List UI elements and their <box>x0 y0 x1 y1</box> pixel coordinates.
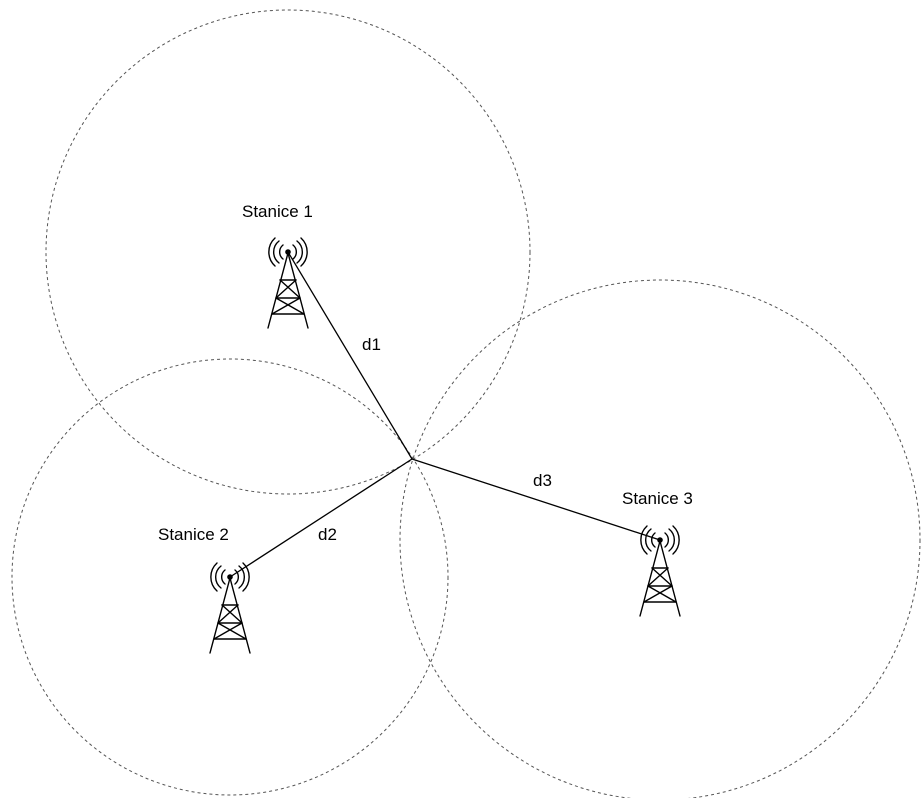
distance-line-d3 <box>411 458 661 541</box>
coverage-circle-station-2 <box>11 358 449 796</box>
distance-line-d1 <box>287 251 413 460</box>
distance-label-d1: d1 <box>362 335 381 354</box>
coverage-circle-station-3 <box>399 279 921 798</box>
station-3-label: Stanice 3 <box>622 489 693 508</box>
distance-label-d3: d3 <box>533 471 552 490</box>
radio-tower-icon <box>209 562 251 654</box>
radio-tower-icon <box>267 237 309 329</box>
station-1-label: Stanice 1 <box>242 202 313 221</box>
distance-line-d2 <box>229 458 413 578</box>
coverage-circle-station-1 <box>45 9 531 495</box>
station-2-label: Stanice 2 <box>158 525 229 544</box>
distance-label-d2: d2 <box>318 525 337 544</box>
radio-tower-icon <box>639 525 681 617</box>
